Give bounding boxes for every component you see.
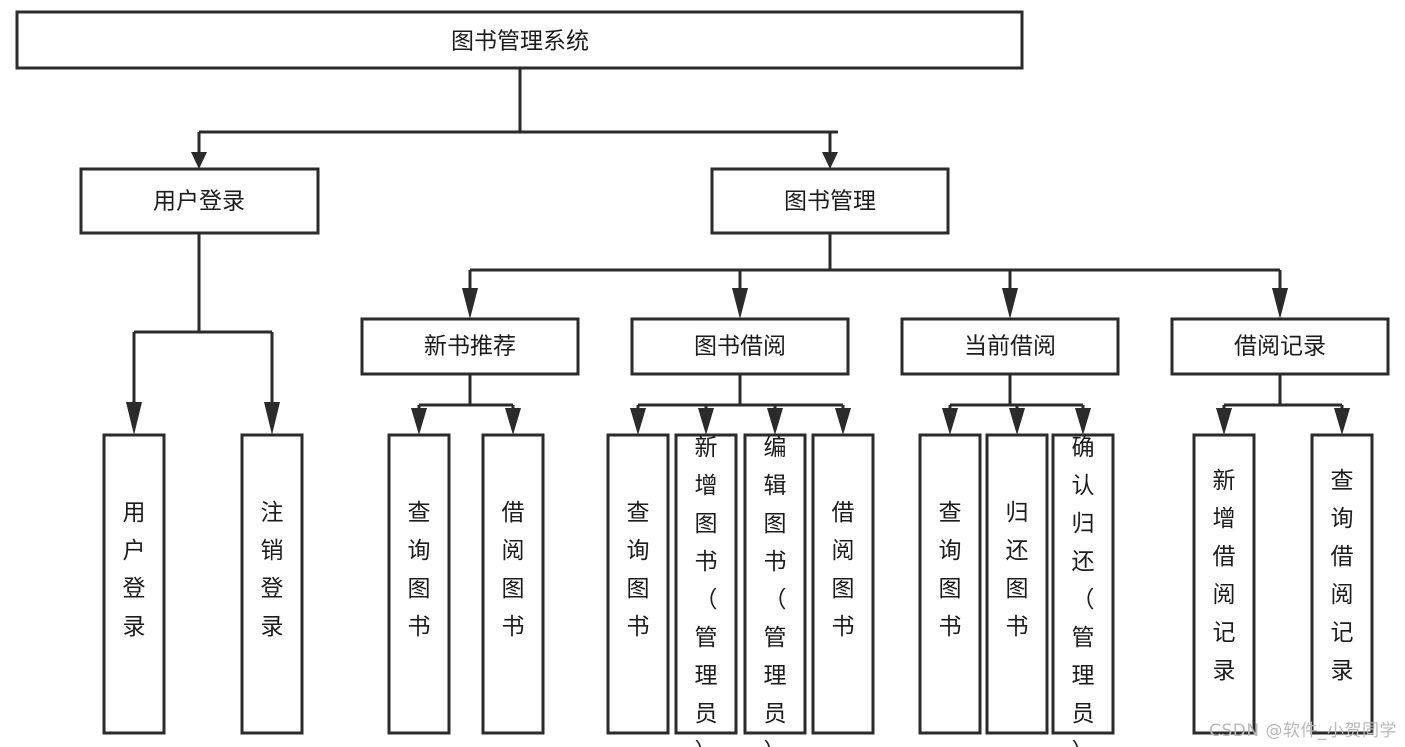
arrow-record-leaf-1: [1216, 408, 1232, 435]
arrow-to-record: [1272, 288, 1288, 319]
node-root-label: 图书管理系统: [451, 29, 589, 55]
leaf-edit-book-admin-box[interactable]: [743, 433, 807, 735]
node-current-borrow-box[interactable]: [900, 317, 1120, 376]
leaf-confirm-return-admin[interactable]: 确认归还（管理员）: [1051, 433, 1115, 747]
leaf-query-book-new-label: 查询图书: [408, 500, 431, 640]
node-book-borrow-box[interactable]: [630, 317, 850, 376]
leaf-logout-label: 注销登录: [261, 500, 284, 640]
arrow-borrow-leaf-2: [698, 408, 714, 435]
leaf-borrow-book-new[interactable]: 借阅图书: [481, 433, 545, 735]
node-book-mgmt[interactable]: 图书管理: [710, 167, 950, 235]
csdn-watermark: CSDN @软件_小贺同学: [1209, 721, 1397, 741]
leaf-return-book-box[interactable]: [985, 433, 1049, 735]
leaf-confirm-return-admin-box[interactable]: [1051, 433, 1115, 735]
node-book-mgmt-box[interactable]: [710, 167, 950, 235]
arrow-record-leaf-2: [1334, 408, 1350, 435]
leaf-query-borrow-record-label: 查询借阅记录: [1331, 468, 1354, 684]
leaf-logout[interactable]: 注销登录: [240, 433, 304, 735]
node-borrow-record-box[interactable]: [1170, 317, 1390, 376]
arrow-borrow-leaf-4: [835, 408, 851, 435]
leaf-query-book-new[interactable]: 查询图书: [387, 433, 451, 735]
leaf-add-book-admin-label: 新增图书（管理员）: [695, 435, 718, 747]
node-book-mgmt-label: 图书管理: [784, 189, 876, 215]
arrow-current-leaf-2: [1009, 408, 1025, 435]
leaf-edit-book-admin[interactable]: 编辑图书（管理员）: [743, 433, 807, 747]
node-current-borrow[interactable]: 当前借阅: [900, 317, 1120, 376]
leaf-query-book-current-label: 查询图书: [939, 500, 962, 640]
leaf-borrow-book-new-label: 借阅图书: [502, 500, 525, 640]
leaf-return-book[interactable]: 归还图书: [985, 433, 1049, 735]
node-root[interactable]: 图书管理系统: [15, 10, 1024, 70]
arrow-newbook-leaf-1: [411, 408, 427, 435]
arrow-current-leaf-1: [942, 408, 958, 435]
leaf-query-book-new-box[interactable]: [387, 433, 451, 735]
arrow-login-leaf-1: [126, 402, 142, 435]
leaf-add-borrow-record-box[interactable]: [1192, 433, 1256, 735]
arrow-newbook-leaf-2: [505, 408, 521, 435]
leaf-borrow-book-new-box[interactable]: [481, 433, 545, 735]
arrow-to-current: [1002, 288, 1018, 319]
leaf-query-book-current[interactable]: 查询图书: [918, 433, 982, 735]
leaf-logout-box[interactable]: [240, 433, 304, 735]
leaf-query-book-borrow-label: 查询图书: [627, 500, 650, 640]
arrow-borrow-leaf-1: [630, 408, 646, 435]
leaf-query-borrow-record[interactable]: 查询借阅记录: [1310, 433, 1374, 735]
edge-layer: [126, 68, 1350, 435]
arrow-to-user-login: [191, 152, 207, 169]
arrow-current-leaf-3: [1075, 408, 1091, 435]
leaf-add-book-admin-box[interactable]: [674, 433, 738, 735]
node-user-login-label: 用户登录: [153, 189, 245, 215]
arrow-borrow-leaf-3: [767, 408, 783, 435]
leaf-add-book-admin[interactable]: 新增图书（管理员）: [674, 433, 738, 747]
leaf-add-borrow-record[interactable]: 新增借阅记录: [1192, 433, 1256, 735]
leaf-return-book-label: 归还图书: [1006, 500, 1029, 640]
leaf-query-book-borrow[interactable]: 查询图书: [606, 433, 670, 735]
arrow-to-newbook: [462, 288, 478, 319]
leaf-borrow-book-box[interactable]: [811, 433, 875, 735]
arrow-login-leaf-2: [264, 402, 280, 435]
leaf-query-book-current-box[interactable]: [918, 433, 982, 735]
node-user-login-box[interactable]: [79, 167, 320, 235]
leaf-borrow-book[interactable]: 借阅图书: [811, 433, 875, 735]
node-borrow-record[interactable]: 借阅记录: [1170, 317, 1390, 376]
leaf-borrow-book-label: 借阅图书: [832, 500, 855, 640]
leaf-user-login-box[interactable]: [102, 433, 166, 735]
node-user-login[interactable]: 用户登录: [79, 167, 320, 235]
node-book-borrow-label: 图书借阅: [694, 334, 786, 360]
node-new-book-recommend-box[interactable]: [360, 317, 580, 376]
node-root-box[interactable]: [15, 10, 1024, 70]
node-current-borrow-label: 当前借阅: [964, 334, 1056, 360]
leaf-query-borrow-record-box[interactable]: [1310, 433, 1374, 735]
arrow-to-book-mgmt: [822, 152, 838, 169]
node-new-book-recommend[interactable]: 新书推荐: [360, 317, 580, 376]
node-book-borrow[interactable]: 图书借阅: [630, 317, 850, 376]
node-new-book-recommend-label: 新书推荐: [424, 334, 516, 360]
leaf-user-login[interactable]: 用户登录: [102, 433, 166, 735]
leaf-confirm-return-admin-label: 确认归还（管理员）: [1072, 435, 1095, 747]
leaf-add-borrow-record-label: 新增借阅记录: [1213, 468, 1236, 684]
leaf-edit-book-admin-label: 编辑图书（管理员）: [764, 435, 787, 747]
arrow-to-borrow: [732, 288, 748, 319]
leaf-user-login-label: 用户登录: [123, 500, 146, 640]
node-borrow-record-label: 借阅记录: [1234, 334, 1326, 360]
leaf-query-book-borrow-box[interactable]: [606, 433, 670, 735]
